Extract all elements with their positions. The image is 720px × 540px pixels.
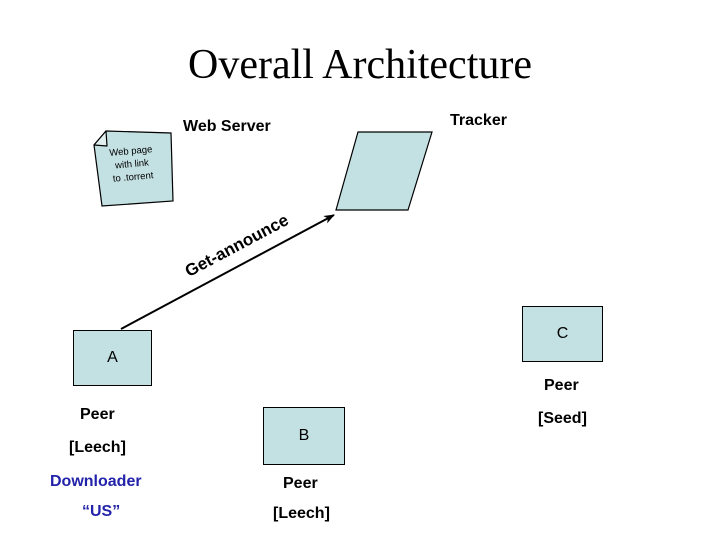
peer-box-a: A [73, 330, 152, 386]
peer-box-b: B [263, 407, 345, 465]
web-server-label: Web Server [183, 118, 271, 135]
slide-title: Overall Architecture [188, 42, 532, 88]
peer-c-status-label: [Seed] [538, 410, 587, 427]
peer-a-status-label: [Leech] [69, 439, 126, 456]
peer-b-role-label: Peer [283, 475, 318, 492]
tracker-parallelogram-shape [335, 131, 433, 211]
note-text: Web page with link to .torrent [99, 142, 164, 186]
peer-box-a-letter: A [107, 349, 118, 366]
peer-a-role-label: Peer [80, 406, 115, 423]
tracker-label: Tracker [450, 112, 507, 129]
note-folded-corner-icon [93, 130, 108, 147]
peer-a-us-label: “US” [82, 503, 121, 520]
peer-a-downloader-label: Downloader [50, 473, 142, 490]
peer-box-c-letter: C [556, 325, 569, 342]
peer-box-c: C [522, 306, 603, 362]
peer-b-status-label: [Leech] [273, 505, 330, 522]
get-announce-arrow [120, 214, 335, 330]
peer-box-b-letter: B [298, 427, 310, 444]
peer-c-role-label: Peer [544, 377, 579, 394]
